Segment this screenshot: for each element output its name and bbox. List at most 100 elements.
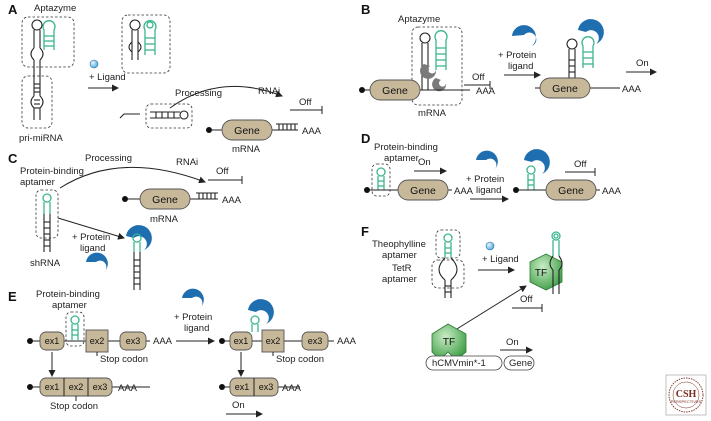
panel-b-off-inhibit [464, 81, 491, 89]
panel-d-gene-label-2: Gene [558, 185, 584, 197]
panel-c-gene-label: Gene [152, 194, 178, 206]
panel-a-rnai-label: RNAi [258, 86, 280, 97]
panel-f-gene-label: Gene [509, 358, 532, 369]
panel-e-protein-ligand-label-2: ligand [184, 323, 209, 334]
panel-e-ex2-label: ex2 [90, 336, 105, 346]
panel-d-gene-box [397, 179, 449, 201]
panel-c-protein-ligand-label-1: + Protein [72, 232, 110, 243]
panel-d-cap-icon [364, 187, 370, 193]
panel-c-shrna-structure [42, 193, 52, 252]
panel-a-gene-box [221, 119, 273, 141]
panel-a-off-inhibit [290, 106, 323, 114]
panel-e-cap-icon-4 [219, 384, 225, 390]
panel-a-fragment-line [119, 113, 140, 119]
panel-c-processing-arrow [59, 166, 206, 189]
panel-b-protein-ligand-label-2: ligand [508, 61, 533, 72]
panel-a-aptazyme-box [21, 16, 75, 68]
panel-f-binding-arrow [451, 285, 527, 333]
panel-a-sirna-duplex [276, 123, 298, 130]
panel-e-aptamer-label-1: Protein-binding [36, 289, 100, 300]
panel-e-label: E [8, 289, 17, 304]
csh-perspectives-seal: CSH PERSPECTIVES [665, 374, 707, 416]
panel-e-stop-codon-label-2: Stop codon [50, 401, 98, 412]
panel-c: C Protein-binding aptamer Processing RNA… [8, 151, 243, 290]
panel-d-aptamer-label-2: aptamer [384, 153, 419, 164]
panel-a-label: A [8, 2, 18, 17]
panel-f-off-inhibit [512, 304, 543, 312]
panel-a-aptazyme-label: Aptazyme [34, 3, 76, 14]
panel-b-on-label: On [636, 58, 649, 69]
panel-a-processing-label: Processing [175, 88, 222, 99]
panel-f-promoter-box [425, 355, 503, 371]
panel-a-cleaved-box [121, 14, 171, 74]
panel-e-spliced-ex3-label: ex3 [93, 382, 108, 392]
panel-b-mrna-label: mRNA [418, 108, 447, 119]
panel-e-cap-icon-2 [27, 384, 33, 390]
panel-f-tf-label: TF [443, 337, 455, 348]
panel-c-off-inhibit [208, 176, 243, 184]
panel-d: D Protein-binding aptamer Gene AAA On + … [361, 131, 622, 203]
panel-b-aptazyme-label: Aptazyme [398, 14, 440, 25]
panel-e-ex3-box [119, 331, 147, 351]
panel-f-promoter-label: hCMVmin*-1 [432, 358, 486, 369]
panel-c-cap-icon [122, 196, 128, 202]
panel-f-tetr-label-2: aptamer [382, 274, 417, 285]
panel-e-aaa-label: AAA [153, 336, 173, 347]
panel-d-protein-ligand-label-1: + Protein [466, 174, 504, 185]
panel-e-on-label: On [232, 400, 245, 411]
panel-a-off-label: Off [299, 97, 312, 108]
panel-c-aptamer-label-1: Protein-binding [20, 166, 84, 177]
panel-f-bound-aptamer [549, 231, 563, 294]
panel-a-processing-arrow [169, 85, 283, 109]
panel-c-aptamer-box [35, 189, 59, 239]
panel-f-dual-aptamer [438, 233, 458, 298]
panel-b-aptazyme-box [411, 26, 463, 106]
panel-f-theophylline-box [435, 229, 461, 259]
panel-b-aaa-label: AAA [476, 86, 496, 97]
panel-b-protein-icon [512, 25, 537, 46]
panel-c-protein-icon [86, 252, 108, 272]
panel-c-label: C [8, 151, 18, 166]
panel-c-off-label: Off [216, 166, 229, 177]
panel-b-gene-box-2 [539, 77, 591, 99]
panel-c-shrna-label: shRNA [30, 258, 61, 269]
panel-e-protein-icon [182, 288, 204, 308]
panel-f-theophylline-label-1: Theophylline [372, 239, 426, 250]
panel-e-ex1-label: ex1 [45, 336, 60, 346]
panel-c-ligand-arrow [57, 217, 125, 240]
panel-d-protein-icon [476, 150, 498, 170]
panel-f-tf-bound-icon [529, 253, 563, 291]
panel-b: B Aptazyme Gene Off AAA mRNA + Protein l… [359, 2, 657, 119]
panel-f-label: F [361, 224, 369, 239]
panel-e-stop-codon-label-3: Stop codon [276, 354, 324, 365]
panel-e-ex1-label-2: ex1 [234, 336, 249, 346]
panel-d-aptamer-label-1: Protein-binding [374, 142, 438, 153]
panel-e-aptamer-box [65, 311, 85, 347]
panel-e-cap-icon-3 [219, 338, 225, 344]
panel-b-aptazyme-structure [419, 30, 448, 92]
panel-f-theophylline-label-2: aptamer [382, 250, 417, 261]
panel-e-ex3-label: ex3 [126, 336, 141, 346]
panel-b-gene-label-2: Gene [552, 83, 578, 95]
panel-f: F Theophylline aptamer TetR aptamer + Li… [361, 224, 563, 371]
panel-e-spliced-ex2-label: ex2 [69, 382, 84, 392]
panel-e-ex3-box-2 [301, 331, 329, 351]
panel-b-protein-ligand-label-1: + Protein [498, 50, 536, 61]
panel-e-spliced-aaa-label: AAA [118, 383, 138, 394]
panel-d-aaa-label-2: AAA [602, 186, 622, 197]
panel-a-mirna-box [21, 75, 53, 129]
panel-c-processing-label: Processing [85, 153, 132, 164]
panel-a-hairpin [150, 110, 189, 120]
panel-d-gene-box-2 [545, 179, 597, 201]
panel-c-mrna-label: mRNA [150, 214, 179, 225]
panel-e-stop-codon-label: Stop codon [100, 354, 148, 365]
panel-e-aptamer-structure [70, 315, 80, 340]
panel-d-off-label: Off [574, 159, 587, 170]
panel-f-off-label: Off [520, 294, 533, 305]
panel-e-skipped-ex1-label: ex1 [235, 382, 250, 392]
panel-d-aptamer-structure [376, 167, 386, 190]
panel-f-tetr-box [431, 259, 465, 289]
panel-d-label: D [361, 131, 370, 146]
panel-d-bound-aptamer [524, 149, 550, 190]
